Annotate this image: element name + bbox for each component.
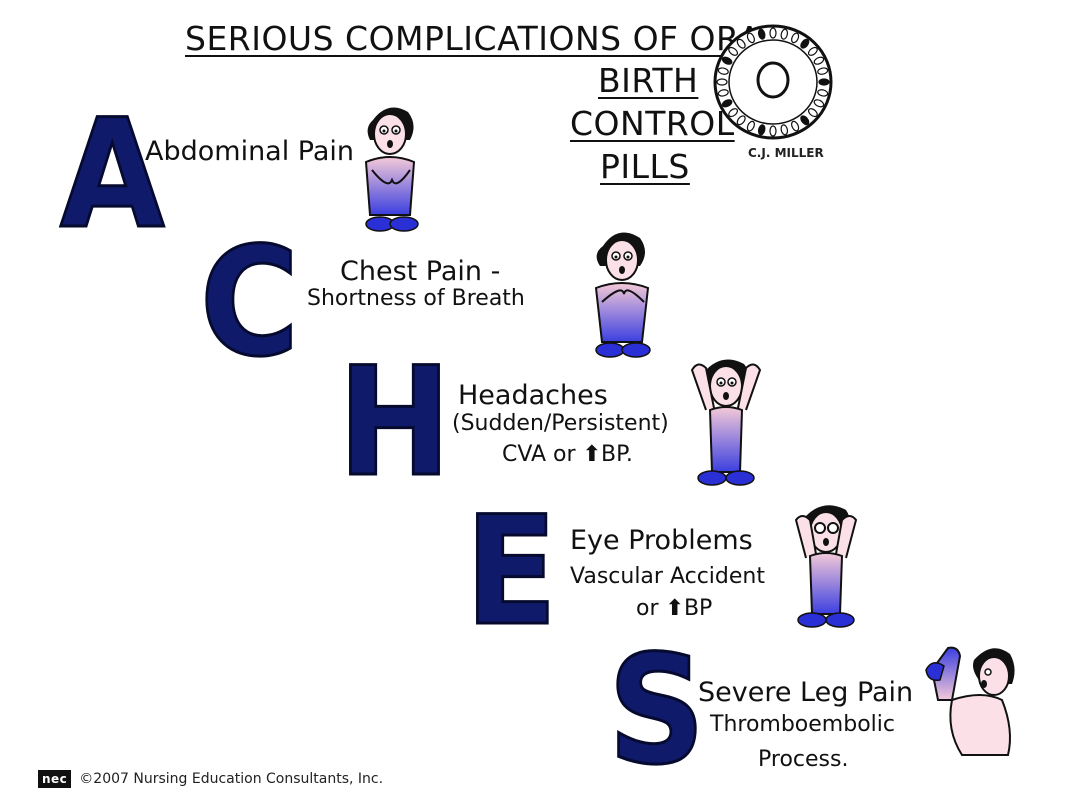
label-chest-pain: Chest Pain - bbox=[340, 256, 501, 287]
pill-icon bbox=[716, 78, 728, 86]
pill-icon bbox=[817, 89, 829, 97]
title-line-2: BIRTH bbox=[598, 61, 699, 100]
label-shortness-of-breath: Shortness of Breath bbox=[307, 286, 525, 311]
footer: nec ©2007 Nursing Education Consultants,… bbox=[38, 770, 383, 788]
pill-icon bbox=[818, 78, 830, 86]
signature: C.J. MILLER bbox=[748, 146, 824, 160]
figure-eye bbox=[794, 505, 858, 628]
label-vascular-accident: Vascular Accident bbox=[570, 564, 765, 589]
label-severe-leg-pain: Severe Leg Pain bbox=[698, 677, 914, 708]
up-arrow-icon: ⬆ bbox=[665, 596, 684, 621]
label-or: or bbox=[636, 596, 659, 621]
logo: nec bbox=[38, 770, 72, 788]
label-process: Process. bbox=[758, 747, 849, 772]
label-headaches: Headaches bbox=[458, 380, 608, 411]
copyright-text: ©2007 Nursing Education Consultants, Inc… bbox=[79, 771, 384, 787]
pill-icon bbox=[780, 124, 789, 136]
label-abdominal-pain: Abdominal Pain bbox=[145, 136, 355, 167]
pill-icon bbox=[736, 115, 746, 126]
pill-icon bbox=[717, 67, 729, 75]
pill-icon bbox=[800, 115, 810, 126]
pill-icon bbox=[769, 27, 777, 39]
letter-e: E bbox=[464, 485, 559, 659]
pill-icon bbox=[807, 46, 818, 56]
title-line-1: SERIOUS COMPLICATIONS OF ORAL bbox=[185, 19, 781, 58]
letter-a: A bbox=[59, 88, 166, 262]
label-eye-problems: Eye Problems bbox=[570, 525, 753, 556]
pill-icon bbox=[728, 108, 739, 118]
pill-icon bbox=[800, 38, 810, 49]
pill-icon bbox=[736, 38, 746, 49]
pill-icon bbox=[757, 28, 766, 40]
pill-icon bbox=[791, 120, 800, 132]
figure-leg bbox=[925, 646, 1015, 756]
pill-icon bbox=[791, 32, 800, 44]
label-or-bp: or ⬆BP bbox=[636, 598, 712, 620]
label-cva-or: CVA or bbox=[502, 442, 576, 467]
letter-s: S bbox=[607, 624, 707, 798]
pill-icon bbox=[817, 67, 829, 75]
pill-icon bbox=[746, 32, 755, 44]
pill-icon bbox=[746, 120, 755, 132]
title-line-4: PILLS bbox=[600, 147, 690, 186]
pill-icon bbox=[813, 99, 825, 108]
pill-icon bbox=[769, 125, 777, 137]
label-thromboembolic: Thromboembolic bbox=[710, 712, 895, 737]
pill-icon bbox=[721, 99, 733, 108]
title-line-3: CONTROL bbox=[570, 104, 735, 143]
label-bp-2: BP bbox=[683, 596, 713, 621]
label-bp: BP. bbox=[601, 442, 633, 467]
pill-icon bbox=[717, 89, 729, 97]
figure-headache bbox=[690, 359, 762, 486]
up-arrow-icon: ⬆ bbox=[582, 442, 601, 467]
figure-chest bbox=[594, 232, 651, 358]
letter-h: H bbox=[337, 336, 453, 510]
pill-pack-icon bbox=[713, 24, 833, 140]
label-sudden-persistent: (Sudden/Persistent) bbox=[452, 411, 669, 436]
pill-icon bbox=[721, 56, 733, 65]
pill-icon bbox=[757, 124, 766, 136]
pill-icon bbox=[728, 46, 739, 56]
pill-icon bbox=[780, 28, 789, 40]
pill-icon bbox=[807, 108, 818, 118]
letter-c: C bbox=[199, 216, 301, 390]
pill-icon bbox=[813, 56, 825, 65]
figure-abdominal bbox=[364, 107, 419, 232]
label-cva-bp: CVA or ⬆BP. bbox=[502, 444, 633, 466]
